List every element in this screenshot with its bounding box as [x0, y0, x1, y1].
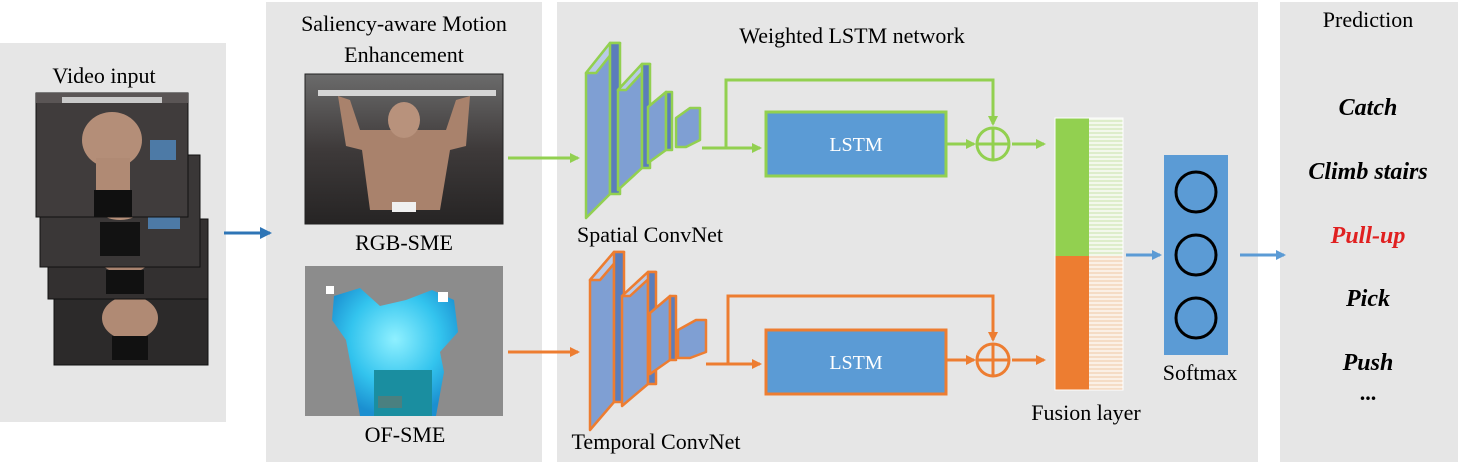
- prediction-item-pull-up: Pull-up: [1330, 223, 1406, 249]
- video-frame-1: [35, 92, 189, 218]
- sme-title-line2: Enhancement: [344, 42, 464, 67]
- circle-node-icon: [1174, 233, 1218, 277]
- lstm-bottom-block: LSTM: [764, 328, 948, 396]
- rgb-sme-image: [304, 73, 504, 225]
- prediction-item-catch: Catch: [1339, 95, 1398, 121]
- sme-title-line1: Saliency-aware Motion: [301, 11, 507, 36]
- circle-node-icon: [1174, 296, 1218, 340]
- fusion-layer: [1054, 117, 1124, 391]
- spatial-convnet: [584, 41, 702, 220]
- rgb-sme-label: RGB-SME: [355, 230, 453, 255]
- prediction-panel: [1280, 2, 1458, 462]
- prediction-item-pick: Pick: [1345, 286, 1390, 312]
- temporal-convnet-label: Temporal ConvNet: [572, 429, 741, 454]
- prediction-item-ellipsis: ...: [1360, 380, 1377, 405]
- prediction-title: Prediction: [1323, 7, 1413, 32]
- of-sme-image: [305, 266, 503, 416]
- softmax-label: Softmax: [1163, 360, 1238, 385]
- temporal-connections: [706, 294, 1046, 369]
- lstm-network-title: Weighted LSTM network: [739, 23, 965, 48]
- lstm-bottom-label: LSTM: [829, 352, 883, 374]
- spatial-convnet-label: Spatial ConvNet: [577, 222, 723, 247]
- lstm-top-label: LSTM: [829, 134, 883, 156]
- video-frame-stack: [35, 92, 209, 366]
- of-sme-label: OF-SME: [365, 422, 446, 447]
- spatial-connections: [702, 78, 1046, 153]
- prediction-item-climb-stairs: Climb stairs: [1308, 159, 1427, 185]
- circle-plus-icon: [975, 126, 1011, 162]
- circle-node-icon: [1174, 170, 1218, 214]
- lstm-top-block: LSTM: [764, 110, 948, 178]
- circle-plus-icon: [975, 342, 1011, 378]
- prediction-item-push: Push: [1342, 350, 1394, 376]
- video-input-title: Video input: [52, 63, 155, 88]
- softmax-block: [1164, 155, 1228, 355]
- fusion-layer-label: Fusion layer: [1031, 400, 1141, 425]
- temporal-convnet: [588, 250, 708, 432]
